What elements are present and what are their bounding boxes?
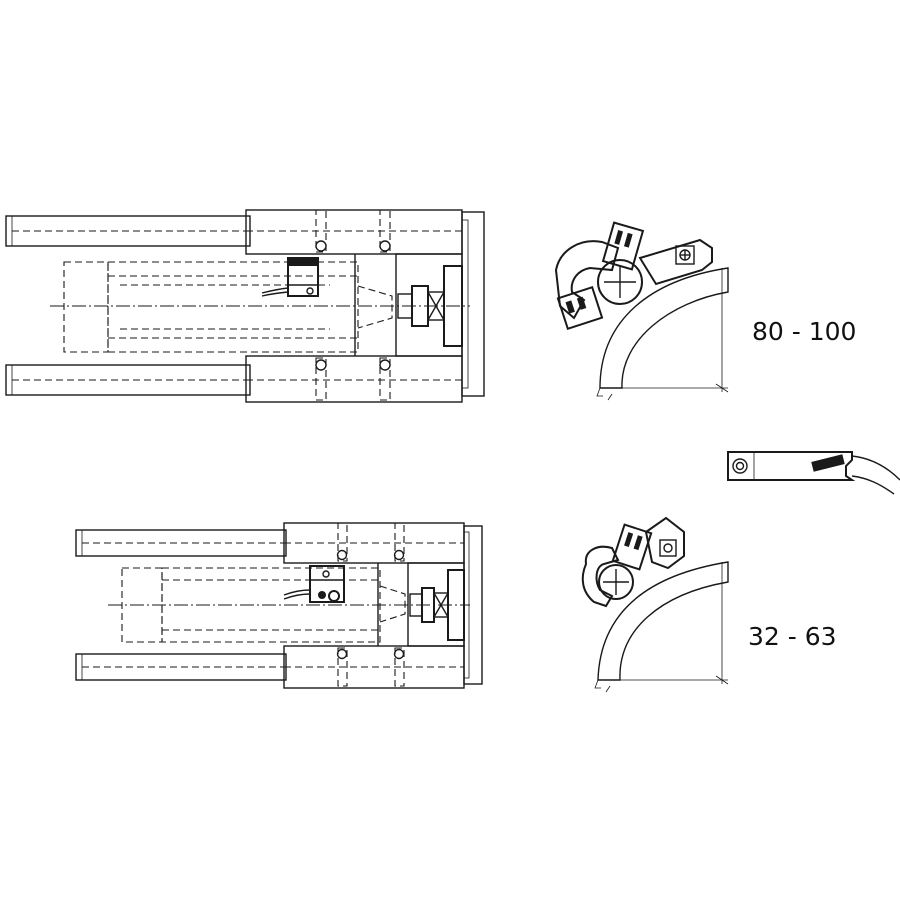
sensor-large [261,257,319,297]
guide-block-bottom-large [245,355,463,403]
rod-end-small [409,569,465,641]
cylinder-body-large [50,261,470,353]
guide-block-top-large [245,209,463,255]
proximity-sensor [727,451,900,495]
sensor-bracket-large [554,238,713,320]
sensor-head-small [611,523,653,571]
sensor-small [283,565,345,603]
rod-end-large [397,265,463,347]
sensor-head-upper-large [601,221,645,271]
cylinder-assembly-small [75,522,483,689]
size-label-large: 80 - 100 [752,317,856,346]
sensor-bracket-small [581,516,685,608]
guide-rod-bottom-large [5,364,251,396]
tube-section-small [594,561,729,693]
guide-rod-top-large [5,215,251,247]
cylinder-assembly-large [5,209,485,403]
tube-section-large [596,267,729,401]
guide-block-top-small [283,522,465,564]
sensor-head-lower-large [556,285,604,331]
cylinder-body-small [108,567,470,643]
housing-large [354,211,485,397]
guide-rod-bottom-small [75,653,287,681]
guide-block-bottom-small [283,645,465,689]
guide-rod-top-small [75,529,287,557]
size-label-small: 32 - 63 [748,622,837,651]
